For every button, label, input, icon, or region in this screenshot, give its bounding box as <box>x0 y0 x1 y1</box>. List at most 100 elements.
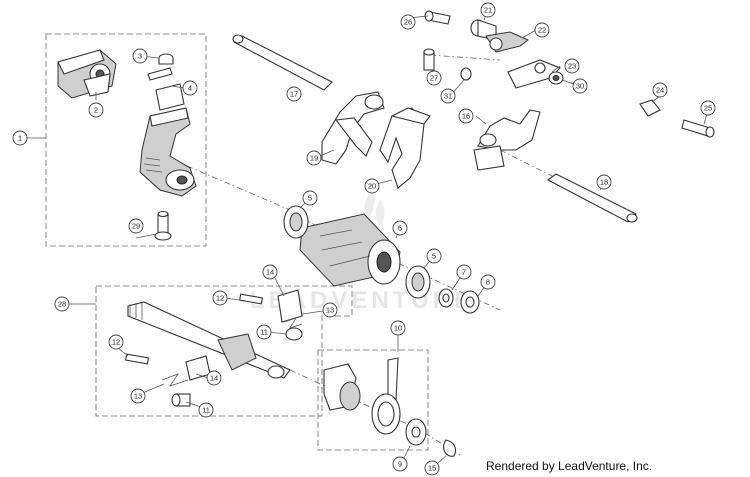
callout-15: 15 <box>424 460 440 476</box>
callout-24: 24 <box>652 82 668 98</box>
svg-text:11: 11 <box>202 406 210 415</box>
callout-13-upper: 13 <box>322 302 338 318</box>
svg-text:10: 10 <box>394 324 402 333</box>
svg-text:23: 23 <box>568 62 576 71</box>
washer-7 <box>438 288 454 308</box>
svg-text:28: 28 <box>58 300 66 309</box>
callout-4: 4 <box>182 80 198 96</box>
arm-22 <box>485 31 529 53</box>
svg-text:9: 9 <box>398 460 402 469</box>
callout-30: 30 <box>572 78 588 94</box>
callout-16: 16 <box>458 108 474 124</box>
svg-text:16: 16 <box>462 112 470 121</box>
callout-7: 7 <box>456 264 472 280</box>
callout-11-lower: 11 <box>198 402 214 418</box>
lever-clip <box>147 67 185 111</box>
svg-text:20: 20 <box>368 182 376 191</box>
svg-text:12: 12 <box>112 338 120 347</box>
spring-13-lower <box>161 373 189 387</box>
callout-1: 1 <box>12 130 28 146</box>
callout-13-lower: 13 <box>130 388 146 404</box>
callout-3: 3 <box>132 48 148 64</box>
group-box-spring <box>317 349 429 451</box>
callout-8: 8 <box>480 274 496 290</box>
svg-text:6: 6 <box>398 224 402 233</box>
svg-text:14: 14 <box>266 268 274 277</box>
svg-text:31: 31 <box>444 92 452 101</box>
pin-12-upper <box>239 293 263 305</box>
bushing-11-upper <box>285 327 303 341</box>
callout-14-lower: 14 <box>206 370 222 386</box>
washer-9 <box>405 418 427 446</box>
svg-text:25: 25 <box>704 104 712 113</box>
pin-26 <box>424 10 451 25</box>
shift-fork-19 <box>321 91 385 165</box>
svg-text:29: 29 <box>132 222 140 231</box>
svg-text:15: 15 <box>428 464 436 473</box>
rendered-by-credit: Rendered by LeadVenture, Inc. <box>486 459 653 473</box>
clip-14-upper <box>277 289 303 323</box>
svg-text:18: 18 <box>600 178 608 187</box>
svg-text:26: 26 <box>404 18 412 27</box>
callout-2: 2 <box>88 102 104 118</box>
callout-28: 28 <box>54 296 70 312</box>
clamp-bolt <box>158 53 174 65</box>
svg-text:7: 7 <box>462 268 466 277</box>
callout-6: 6 <box>392 220 408 236</box>
callout-19: 19 <box>306 150 322 166</box>
callout-23: 23 <box>564 58 580 74</box>
axis-line-drum <box>149 149 291 211</box>
callout-17: 17 <box>286 86 302 102</box>
callout-29: 29 <box>128 218 144 234</box>
pin-12-lower <box>125 353 149 365</box>
nut-30 <box>548 71 564 85</box>
callout-31: 31 <box>440 88 456 104</box>
clip-14-lower <box>185 355 211 381</box>
svg-text:19: 19 <box>310 154 318 163</box>
shift-fork-20 <box>379 107 431 189</box>
shift-drum-6 <box>299 213 401 287</box>
svg-text:2: 2 <box>94 106 98 115</box>
svg-text:13: 13 <box>326 306 334 315</box>
svg-text:30: 30 <box>576 82 584 91</box>
svg-text:11: 11 <box>260 328 268 337</box>
svg-text:14: 14 <box>210 374 218 383</box>
bearing-5-right <box>405 265 431 299</box>
callout-5-right: 5 <box>426 248 442 264</box>
svg-text:24: 24 <box>656 86 664 95</box>
plate-23 <box>507 59 561 89</box>
shift-rod-18 <box>546 173 638 223</box>
shift-rod-17 <box>232 34 333 91</box>
callout-12-lower: 12 <box>108 334 124 350</box>
group-box-shift-lever <box>45 33 207 247</box>
shift-lever-clamp <box>57 49 117 99</box>
callout-18: 18 <box>596 174 612 190</box>
svg-text:3: 3 <box>138 52 142 61</box>
pin-27 <box>423 48 435 71</box>
callout-22: 22 <box>534 22 550 38</box>
svg-text:22: 22 <box>538 26 546 35</box>
callout-20: 20 <box>364 178 380 194</box>
callout-10: 10 <box>390 320 406 336</box>
svg-text:1: 1 <box>18 134 22 143</box>
svg-text:5: 5 <box>308 194 312 203</box>
spring-13-upper <box>283 317 303 329</box>
svg-text:12: 12 <box>216 294 224 303</box>
svg-text:8: 8 <box>486 278 490 287</box>
callout-12-upper: 12 <box>212 290 228 306</box>
svg-text:4: 4 <box>188 84 192 93</box>
callout-21: 21 <box>480 2 496 18</box>
svg-text:27: 27 <box>430 74 438 83</box>
svg-text:17: 17 <box>290 90 298 99</box>
circlip-15 <box>443 439 457 457</box>
callout-26: 26 <box>400 14 416 30</box>
callout-11-upper: 11 <box>256 324 272 340</box>
callout-27: 27 <box>426 70 442 86</box>
return-spring-10 <box>323 357 401 435</box>
shift-shaft-28 <box>127 301 291 379</box>
washer-31 <box>460 67 472 81</box>
svg-text:21: 21 <box>484 6 492 15</box>
callout-14-upper: 14 <box>262 264 278 280</box>
bolt-25 <box>681 119 715 138</box>
